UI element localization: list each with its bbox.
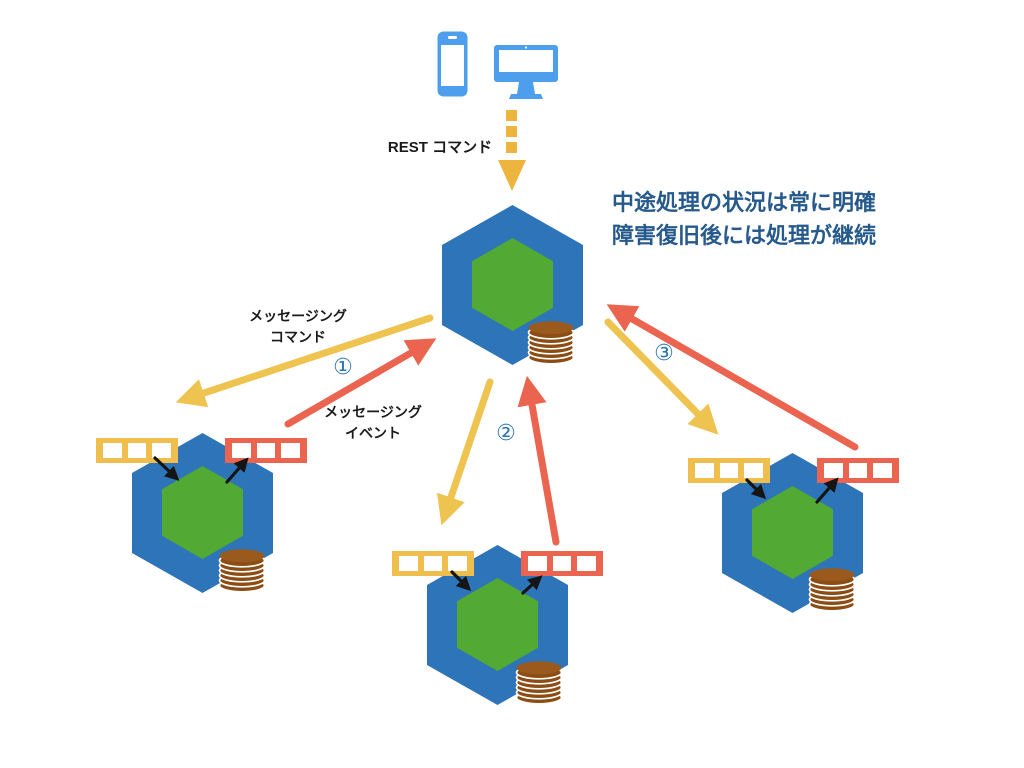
dashed-down-arrow-icon <box>506 126 517 137</box>
messaging-event-line2: イベント <box>345 425 401 441</box>
worker3-database-icon <box>808 568 856 612</box>
queue-slot <box>719 463 739 478</box>
queue-slot <box>528 556 547 571</box>
rest-command-label: REST コマンド <box>387 139 493 156</box>
worker2-command-queue-icon <box>392 551 474 576</box>
worker2-event-queue-icon <box>521 551 603 576</box>
dashed-down-arrow-icon <box>506 142 517 153</box>
queue-slot <box>552 556 572 571</box>
queue-slot <box>103 443 122 458</box>
smartphone-icon <box>437 31 468 97</box>
queue-slot <box>399 556 418 571</box>
queue-slot <box>744 463 764 478</box>
queue-slot <box>695 463 714 478</box>
messaging-event-line1: メッセージング <box>324 404 422 420</box>
worker3-event-queue-icon <box>817 458 899 483</box>
messaging-event-label: メッセージング イベント <box>313 402 433 444</box>
worker3-command-queue-icon <box>688 458 770 483</box>
step-number-2: ② <box>496 420 516 445</box>
queue-slot <box>281 443 301 458</box>
worker1-event-queue-icon <box>225 438 307 463</box>
note-line2: 障害復旧後には処理が継続 <box>611 223 876 248</box>
central-database-icon <box>527 321 575 365</box>
note-line1: 中途処理の状況は常に明確 <box>611 190 876 215</box>
dashed-down-arrowhead-icon <box>498 160 526 191</box>
step-number-3: ③ <box>654 340 674 365</box>
worker2-database-icon <box>515 661 563 705</box>
step-number-1: ① <box>333 354 353 379</box>
worker1-database-icon <box>218 549 266 593</box>
desktop-monitor-icon <box>494 45 558 99</box>
dashed-down-arrow-icon <box>506 110 517 121</box>
messaging-command-label: メッセージング コマンド <box>238 306 358 348</box>
messaging-command-line2: コマンド <box>270 329 326 345</box>
messaging-command-line1: メッセージング <box>249 308 347 324</box>
queue-slot <box>873 463 893 478</box>
central-service-hexagon-core <box>472 238 553 331</box>
queue-slot <box>232 443 251 458</box>
command-arrow-to-worker2 <box>436 378 494 526</box>
queue-slot <box>423 556 443 571</box>
queue-slot <box>256 443 276 458</box>
worker1-command-queue-icon <box>96 438 178 463</box>
queue-slot <box>824 463 843 478</box>
command-arrow-to-worker3 <box>604 318 719 435</box>
event-arrow-from-worker2 <box>517 375 560 546</box>
queue-slot <box>127 443 147 458</box>
queue-slot <box>448 556 468 571</box>
event-arrow-from-worker3 <box>606 304 859 451</box>
queue-slot <box>577 556 597 571</box>
queue-slot <box>152 443 172 458</box>
note-text: 中途処理の状況は常に明確 障害復旧後には処理が継続 <box>602 186 886 252</box>
queue-slot <box>848 463 868 478</box>
